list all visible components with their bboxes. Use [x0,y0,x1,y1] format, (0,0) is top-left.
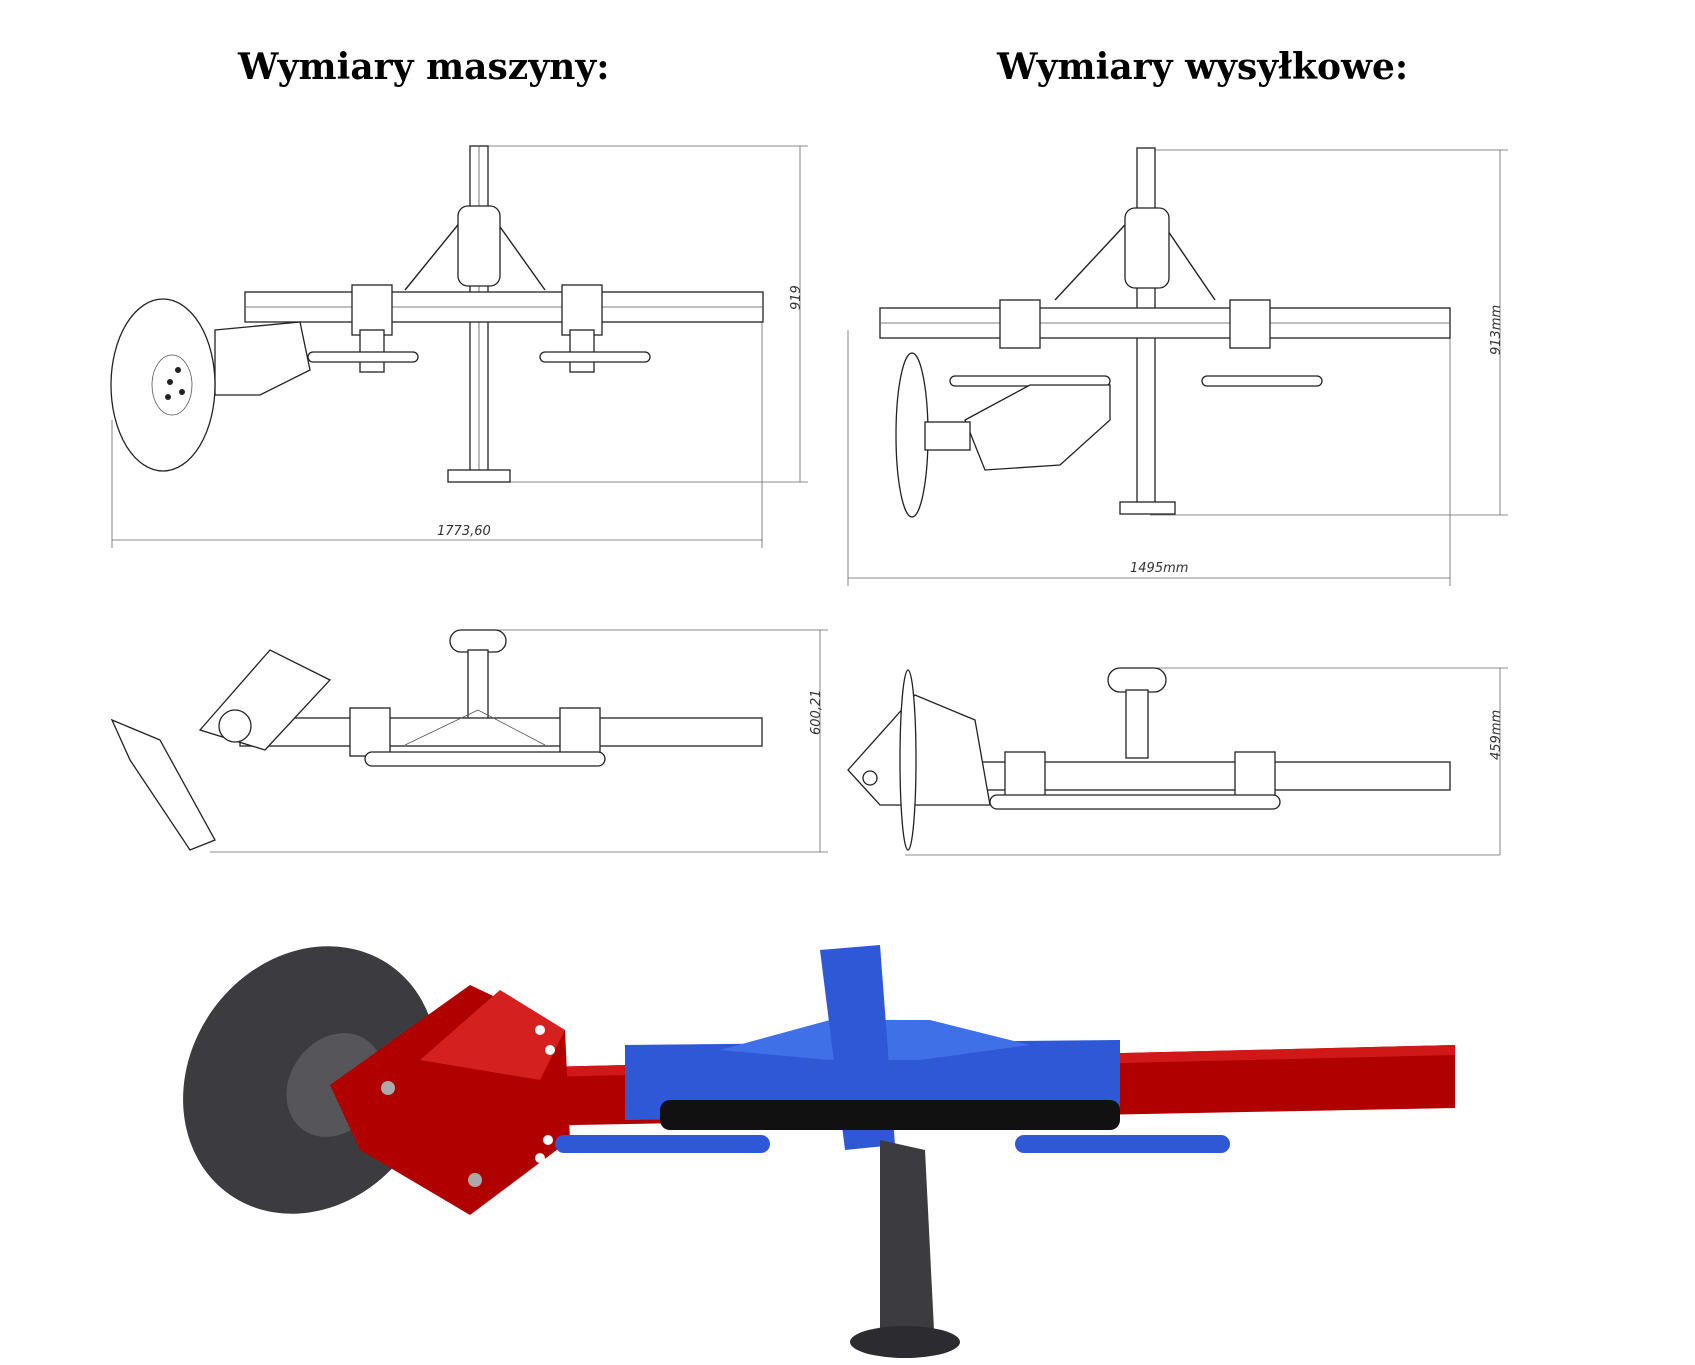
render-hydraulic-cylinder [660,1100,1120,1130]
machine-width-label: 1773,60 [437,524,491,539]
machine-height-label: 919 [789,285,804,310]
shipping-top-view-disc [899,669,917,851]
top-view-height-label: 600,21 [809,690,824,736]
shipping-top-view: 459mm [847,667,1508,856]
shipping-width-label: 1495mm [1130,561,1188,576]
render-stand [880,1140,935,1350]
disc-bracket [214,321,311,396]
shipping-side-view: 1495mm 913mm [847,147,1508,586]
top-view-beam [239,717,763,747]
shipping-height-label: 913mm [1489,305,1504,355]
shipping-disc-bracket [964,384,1111,471]
shipping-disc [895,352,929,518]
shipping-top-view-bracket [847,694,991,806]
machine-side-view: 1773,60 919 [110,145,808,548]
machine-dimensions-heading: Wymiary maszyny: [238,46,610,88]
top-view-disc [110,718,216,851]
shipping-top-view-mast [1125,689,1149,759]
machine-top-view: 600,21 [110,629,828,853]
top-view-mast [467,649,489,721]
render-blue-mast [820,945,895,1150]
shipping-dimensions-heading: Wymiary wysyłkowe: [997,46,1409,88]
disc [110,298,216,472]
shipping-top-view-height-label: 459mm [1489,710,1504,760]
machine-3d-render [183,945,1455,1358]
